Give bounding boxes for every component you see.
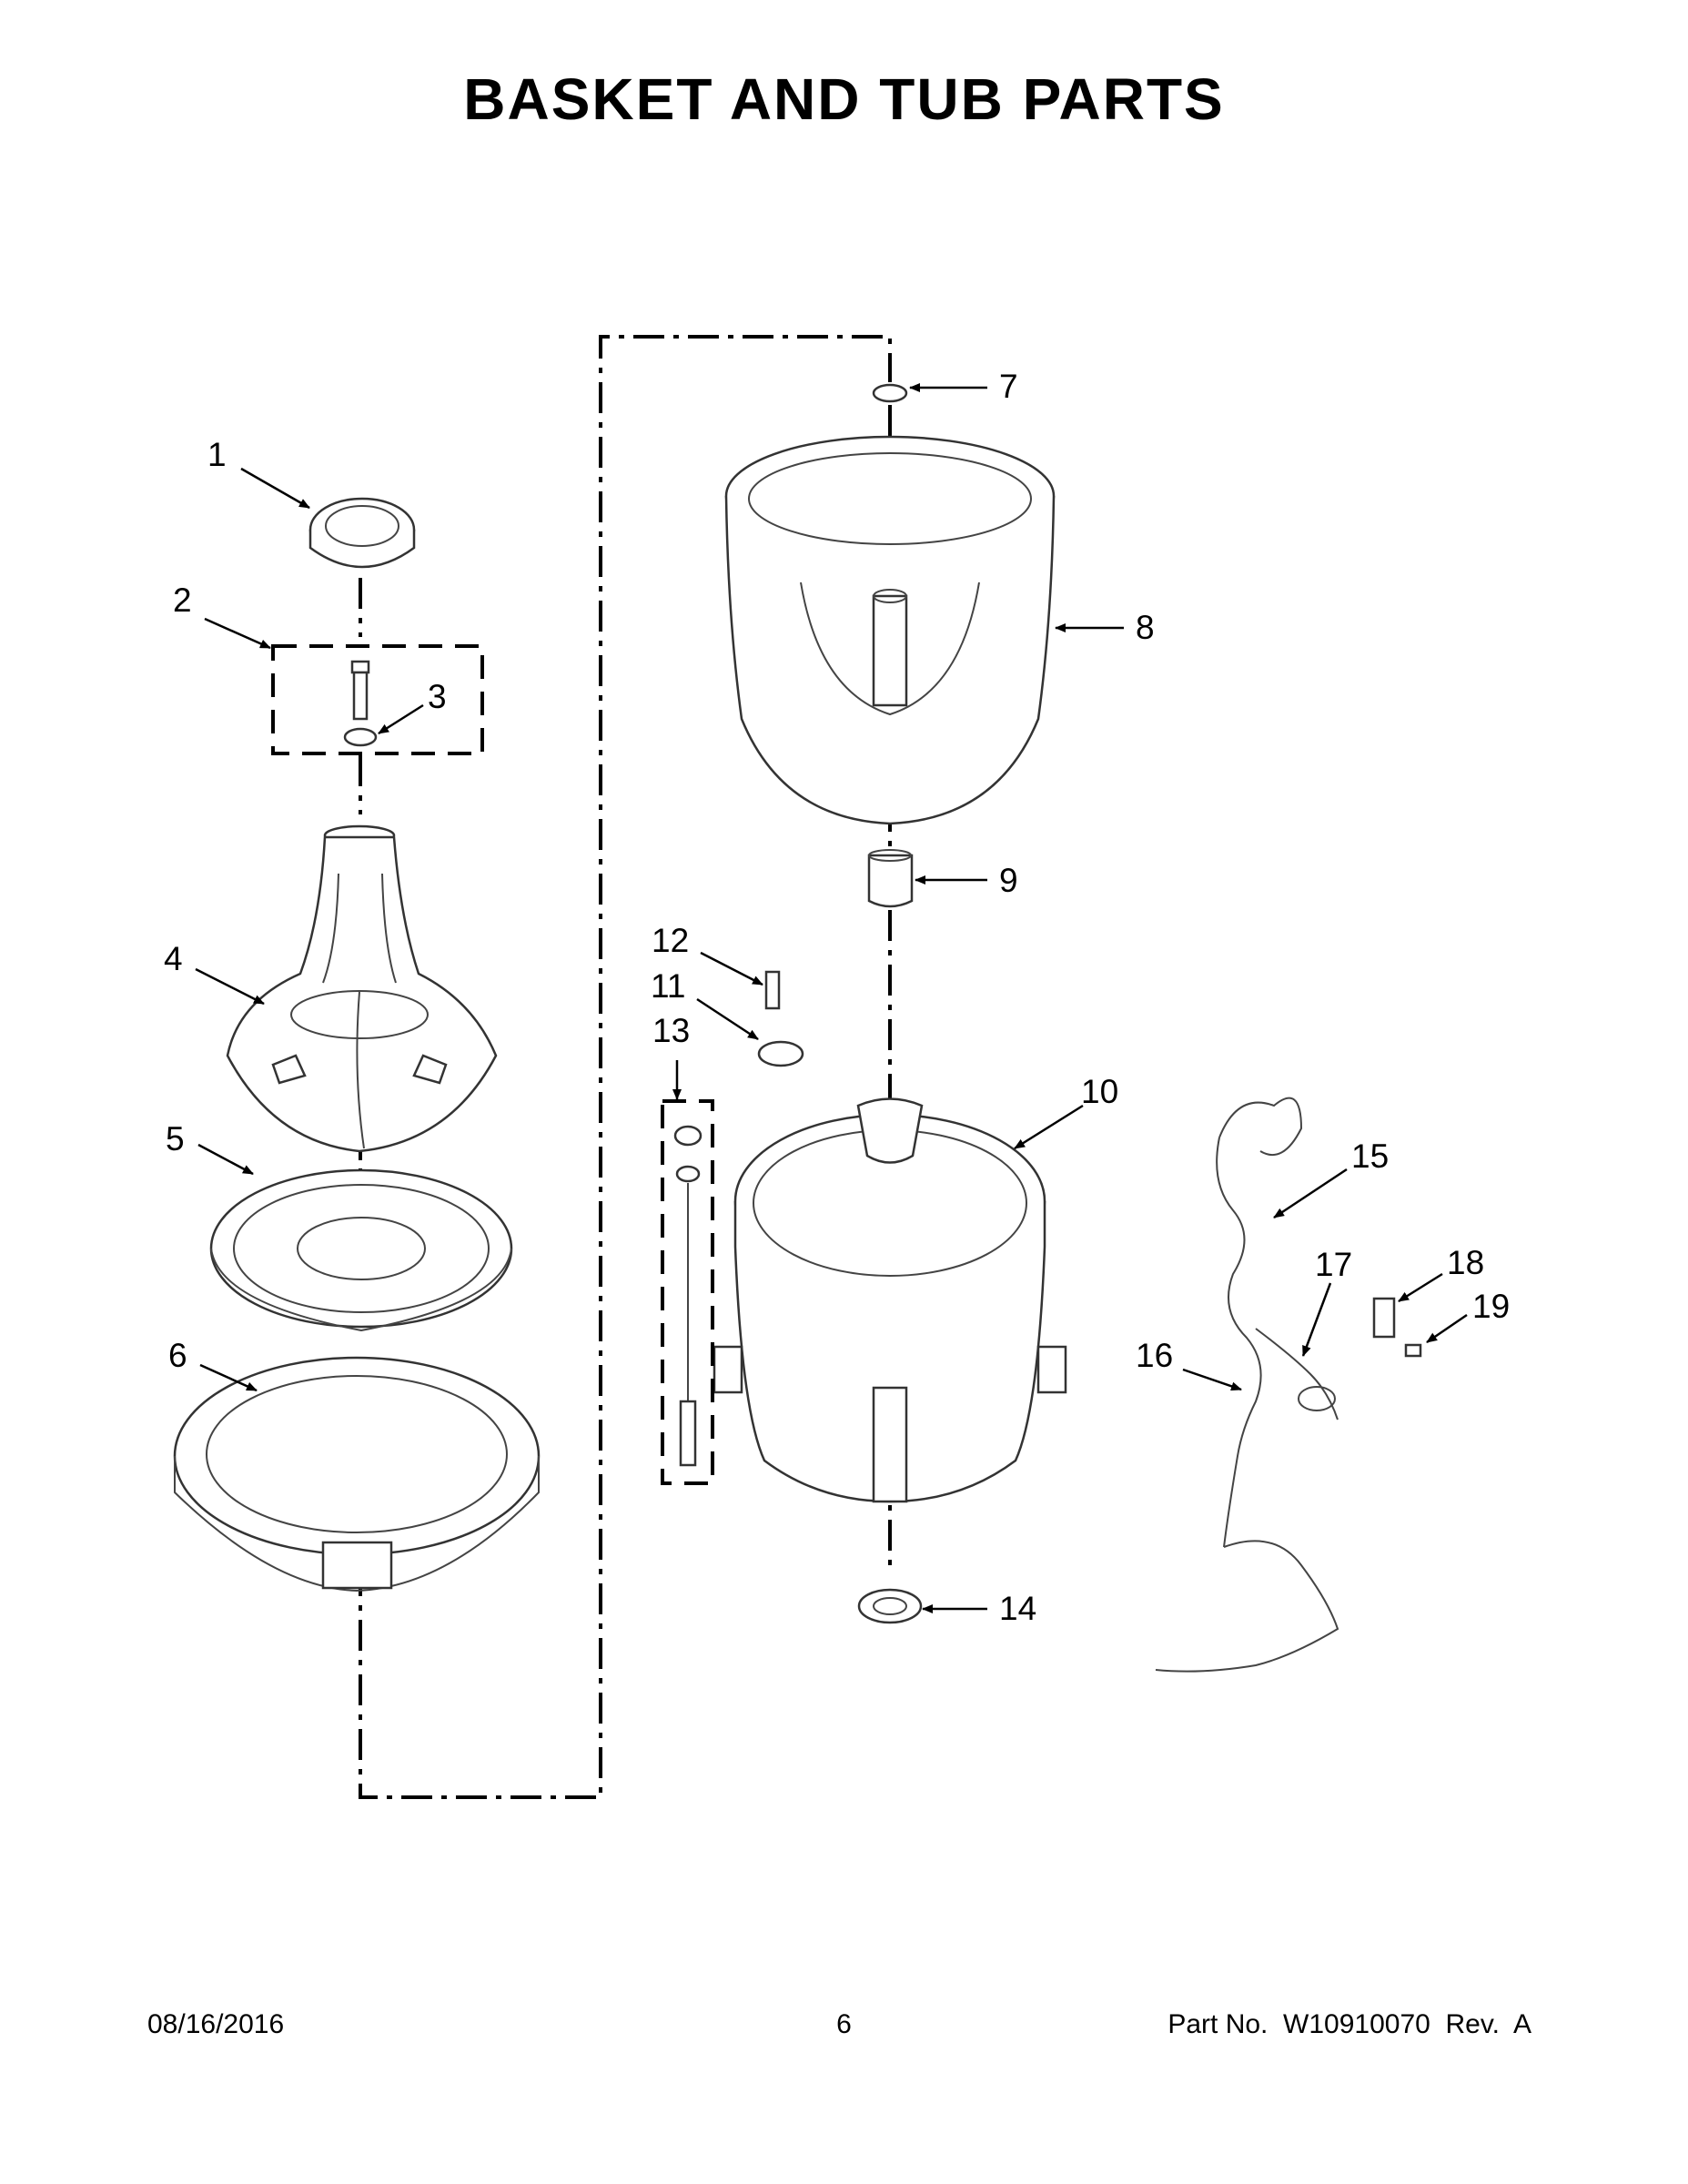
callout-4: 4 xyxy=(164,940,183,977)
wire-harness-part xyxy=(1155,1097,1422,1673)
callout-2: 2 xyxy=(173,581,192,619)
callout-labels: 1 2 3 4 5 6 7 8 9 10 11 12 13 14 15 16 1… xyxy=(164,368,1510,1627)
agitator-cap-part xyxy=(308,497,416,569)
callout-13: 13 xyxy=(652,1012,690,1049)
nut-part xyxy=(872,383,908,403)
callout-14: 14 xyxy=(999,1590,1036,1627)
callout-11: 11 xyxy=(651,967,685,1005)
agitator-part xyxy=(226,824,498,1153)
page-title: BASKET AND TUB PARTS xyxy=(463,66,1225,132)
suspension-rod-kit xyxy=(661,1099,714,1485)
leader-lines xyxy=(195,383,1468,1613)
callout-6: 6 xyxy=(168,1337,187,1374)
callout-5: 5 xyxy=(166,1120,185,1158)
callout-1: 1 xyxy=(207,436,227,473)
callout-10: 10 xyxy=(1081,1073,1118,1110)
footer-page-number: 6 xyxy=(836,2009,852,2039)
tub-ring-part xyxy=(173,1356,541,1592)
callout-9: 9 xyxy=(999,862,1018,899)
footer-part-number: Part No. W10910070 Rev. A xyxy=(1167,2009,1531,2039)
outer-tub-part xyxy=(713,1097,1067,1503)
basket-part xyxy=(724,435,1056,825)
drive-hub-part xyxy=(867,849,914,908)
callout-18: 18 xyxy=(1447,1244,1484,1281)
balance-ring-part xyxy=(209,1168,513,1332)
callout-15: 15 xyxy=(1351,1138,1389,1175)
callout-17: 17 xyxy=(1315,1246,1352,1283)
footer-date: 08/16/2016 xyxy=(147,2009,285,2039)
callout-19: 19 xyxy=(1472,1288,1510,1325)
callout-7: 7 xyxy=(999,368,1018,405)
bracket-and-screw-parts xyxy=(757,970,804,1067)
callout-8: 8 xyxy=(1136,609,1155,646)
callout-3: 3 xyxy=(428,678,447,715)
bolt-and-washer-kit xyxy=(271,644,484,755)
callout-12: 12 xyxy=(652,922,689,959)
callout-16: 16 xyxy=(1136,1337,1173,1374)
tub-seal-part xyxy=(857,1588,923,1624)
